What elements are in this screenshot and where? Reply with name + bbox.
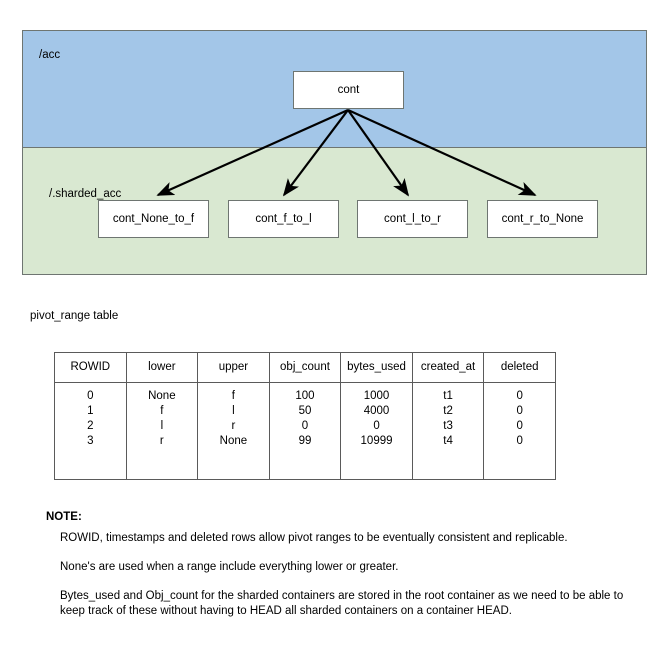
note-paragraph-1: ROWID, timestamps and deleted rows allow… [60,532,568,544]
cell-value: None [219,435,248,447]
cell-value: 0 [516,390,523,402]
cell-value: t1 [443,390,453,402]
cell-value: 100 [295,390,315,402]
node-cont-label: cont [337,84,360,96]
cell-value: 3 [87,435,94,447]
column-header-created-at: created_at [411,352,485,383]
cell-value: l [160,420,164,432]
node-cont-none-to-f-label: cont_None_to_f [112,213,195,225]
cell-group-bytes-used: 1000 4000 0 10999 [340,382,413,480]
column-header-deleted: deleted [483,352,556,383]
cell-value: None [148,390,176,402]
pivot-range-table: ROWID lower upper obj_count bytes_used c… [54,352,556,480]
cell-group-deleted: 0 0 0 0 [483,382,556,480]
cell-value: 10999 [360,435,393,447]
column-header-rowid: ROWID [54,352,127,383]
column-header-lower: lower [125,352,199,383]
node-cont-l-to-r-label: cont_l_to_r [384,213,441,225]
cell-group-upper: f l r None [197,382,270,480]
cell-value: 0 [516,405,523,417]
zone-acc-label: /acc [39,49,61,61]
column-header-bytes-used: bytes_used [340,352,413,383]
cell-group-created-at: t1 t2 t3 t4 [411,382,485,480]
note-paragraph-3: Bytes_used and Obj_count for the sharded… [60,590,624,617]
cell-value: 99 [298,435,312,447]
cell-value: t3 [443,420,453,432]
zone-sharded-acc-label: /.sharded_acc [49,188,122,200]
node-cont: cont [293,71,404,109]
node-cont-r-to-none: cont_r_to_None [487,200,598,238]
cell-value: 2 [87,420,94,432]
cell-value: 0 [87,390,94,402]
cell-value: f [160,405,164,417]
node-cont-l-to-r: cont_l_to_r [357,200,468,238]
cell-value: l [232,405,235,417]
cell-group-obj-count: 100 50 0 99 [268,382,342,480]
architecture-diagram: /acc /.sharded_acc cont cont_None_to_f c… [22,30,647,275]
notes-heading: NOTE: [46,511,82,523]
cell-value: f [231,390,235,402]
cell-value: t4 [443,435,453,447]
node-cont-none-to-f: cont_None_to_f [98,200,209,238]
cell-value: 0 [516,420,523,432]
cell-value: r [159,435,164,447]
pivot-range-table-caption: pivot_range table [30,310,119,322]
note-paragraph-2: None's are used when a range include eve… [60,561,399,573]
cell-value: 50 [298,405,312,417]
cell-value: r [231,420,236,432]
cell-group-lower: None f l r [125,382,199,480]
cell-value: 4000 [363,405,390,417]
column-header-upper: upper [197,352,270,383]
notes-section: NOTE: ROWID, timestamps and deleted rows… [46,510,646,619]
cell-value: 1000 [363,390,390,402]
table-header-row: ROWID lower upper obj_count bytes_used c… [54,352,556,383]
cell-group-rowid: 0 1 2 3 [54,382,127,480]
node-cont-f-to-l: cont_f_to_l [228,200,339,238]
cell-value: 0 [516,435,523,447]
cell-value: t2 [443,405,453,417]
cell-value: 0 [373,420,380,432]
cell-value: 1 [87,405,94,417]
cell-value: 0 [301,420,309,432]
node-cont-r-to-none-label: cont_r_to_None [501,213,584,225]
node-cont-f-to-l-label: cont_f_to_l [255,213,312,225]
table-body-row: 0 1 2 3 None f l r f l r None 100 50 0 [54,382,556,480]
column-header-obj-count: obj_count [268,352,342,383]
